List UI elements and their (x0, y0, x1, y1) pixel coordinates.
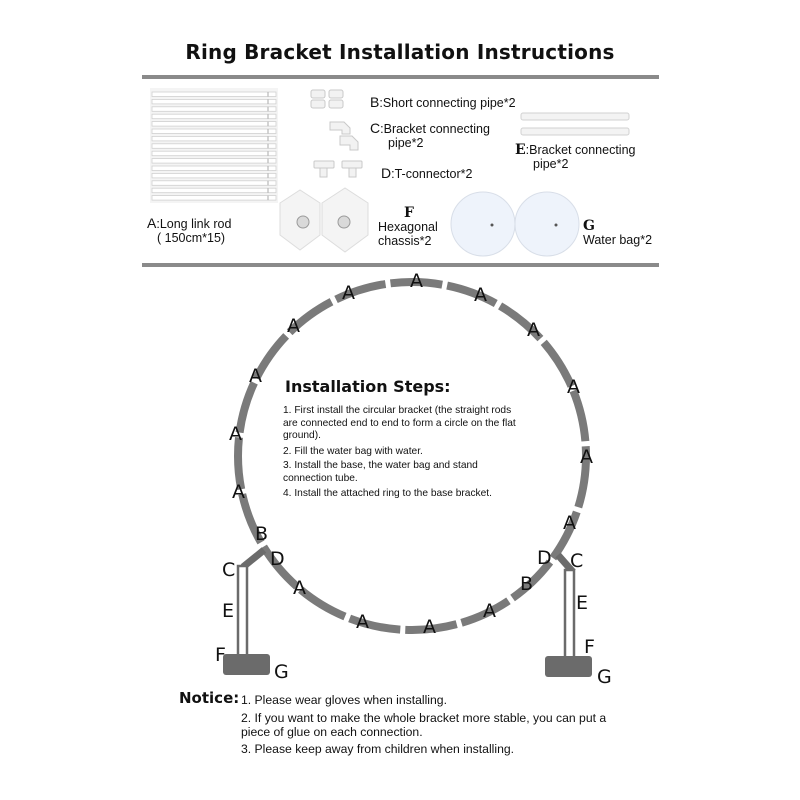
ring-label-a: A (580, 446, 593, 468)
ring-label-c: C (222, 559, 235, 581)
ring-bracket (234, 278, 590, 634)
t-connector-icon (313, 160, 363, 178)
rod-line (151, 91, 277, 97)
ring-label-c: C (570, 550, 583, 572)
rod-line (151, 106, 277, 112)
part-label-c: C:Bracket connecting pipe*2 (370, 120, 490, 150)
ring-label-e: E (576, 592, 588, 614)
rod-line (151, 128, 277, 134)
ring-label-a: A (423, 616, 436, 638)
rod-line (151, 158, 277, 164)
ring-label-a: A (356, 611, 369, 633)
rod-line (151, 143, 277, 149)
ring-label-g: G (274, 661, 289, 683)
step-item: 3. Install the base, the water bag and s… (283, 460, 478, 484)
ring-label-a: A (293, 577, 306, 599)
ring-label-a: A (287, 315, 300, 337)
notice-item: 2. If you want to make the whole bracket… (241, 711, 607, 739)
rod-line (151, 187, 277, 194)
part-label-e: E:Bracket connecting pipe*2 (515, 142, 636, 171)
ring-label-a: A (229, 423, 242, 445)
part-label-g: G Water bag*2 (583, 218, 653, 247)
bracket-pipe-icon (520, 112, 630, 136)
hexagonal-chassis-icon (279, 187, 369, 253)
notice-item: 3. Please keep away from children when i… (241, 742, 515, 756)
part-label-a: A:Long link rod ( 150cm*15) (147, 215, 232, 245)
ring-label-f: F (215, 644, 226, 666)
ring-label-a: A (527, 319, 540, 341)
ring-label-f: F (584, 636, 595, 658)
ring-label-a: A (483, 600, 496, 622)
ring-label-e: E (222, 600, 234, 622)
ring-label-a: A (474, 284, 487, 306)
ring-label-a: A (563, 512, 576, 534)
water-bag-icon (450, 191, 580, 257)
long-link-rods-icon (150, 88, 278, 203)
ring-label-a: A (410, 270, 423, 292)
bottom-divider (142, 263, 659, 267)
rod-line (151, 113, 277, 120)
notice-item: 1. Please wear gloves when installing. (241, 693, 447, 707)
ring-label-g: G (597, 666, 612, 688)
bracket-elbow-icon (329, 121, 359, 151)
ring-label-d: D (537, 547, 552, 569)
page-title: Ring Bracket Installation Instructions (185, 40, 615, 64)
rod-line (151, 121, 277, 127)
step-item: 1. First install the circular bracket (t… (283, 405, 516, 441)
short-pipe-icon (310, 89, 344, 109)
rod-line (151, 150, 277, 157)
steps-heading: Installation Steps: (285, 377, 451, 396)
right-stand (545, 552, 592, 677)
top-divider (142, 75, 659, 79)
left-stand (223, 547, 270, 675)
rod-line (151, 172, 277, 179)
rod-line (151, 180, 277, 186)
parts-illustrations (150, 88, 630, 257)
rod-line (151, 195, 277, 201)
ring-label-d: D (270, 548, 285, 570)
part-label-f: F Hexagonal chassis*2 (378, 205, 438, 248)
notice-heading: Notice: (179, 689, 240, 707)
rod-line (151, 165, 277, 171)
ring-label-a: A (249, 365, 262, 387)
ring-label-b: B (520, 573, 533, 595)
step-item: 4. Install the attached ring to the base… (283, 488, 492, 499)
ring-label-a: A (567, 376, 580, 398)
step-item: 2. Fill the water bag with water. (283, 446, 423, 457)
rod-line (151, 99, 277, 105)
part-label-b: B:Short connecting pipe*2 (370, 94, 516, 110)
rod-line (151, 135, 277, 142)
ring-label-a: A (342, 282, 355, 304)
ring-label-a: A (232, 481, 245, 503)
part-label-d: D:T-connector*2 (381, 165, 473, 181)
ring-label-b: B (255, 523, 268, 545)
